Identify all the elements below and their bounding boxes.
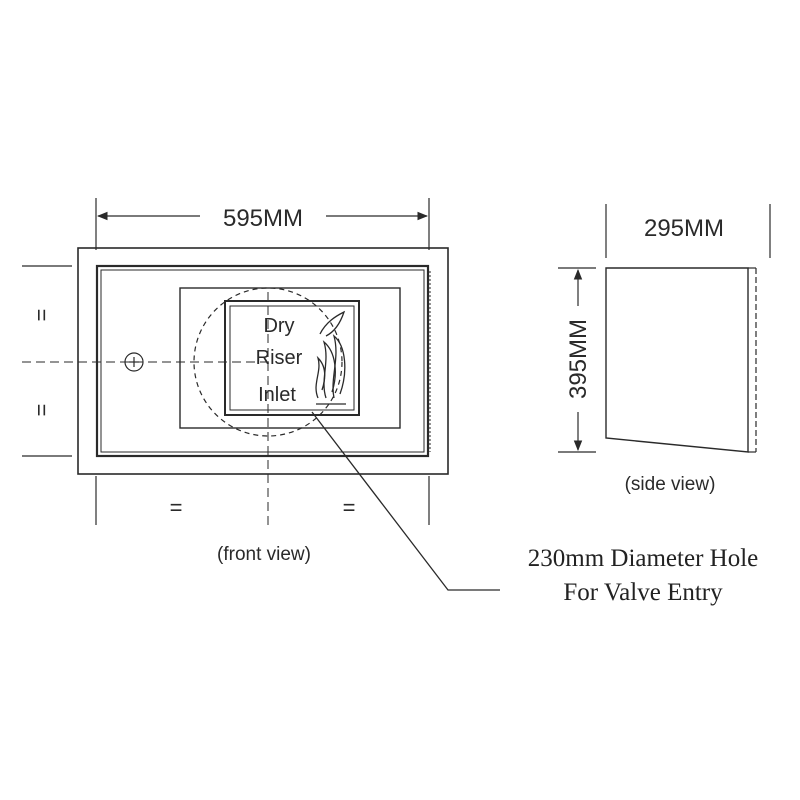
left-height-guides: = = — [22, 265, 72, 457]
height-label: 395MM — [565, 319, 592, 399]
equal-mark-left: = — [170, 495, 183, 520]
bottom-width-guides: = = — [95, 476, 430, 525]
sign-line-3: Inlet — [258, 384, 296, 406]
side-profile — [605, 267, 749, 453]
outer-frame — [77, 247, 449, 475]
callout-line-2: For Valve Entry — [563, 579, 723, 606]
callout-leader — [311, 411, 500, 591]
equal-mark-lower: = — [29, 404, 54, 417]
equal-mark-right: = — [343, 495, 356, 520]
valve-hole-callout: 230mm Diameter Hole For Valve Entry — [528, 545, 759, 606]
flame-icon — [315, 310, 346, 405]
door-frame — [95, 264, 430, 458]
height-dimension: 395MM — [558, 267, 596, 453]
sign-line-2: Riser — [256, 347, 303, 369]
front-view: 595MM = = — [22, 198, 449, 565]
valve-hole-outline — [193, 287, 343, 437]
callout-line-1: 230mm Diameter Hole — [528, 545, 759, 572]
front-view-caption: (front view) — [217, 544, 311, 565]
lock-icon — [124, 352, 144, 372]
depth-label: 295MM — [644, 215, 724, 242]
side-view: 295MM 395MM (side view) — [558, 204, 771, 495]
width-dimension: 595MM — [95, 198, 430, 250]
side-view-caption: (side view) — [625, 474, 716, 495]
hinge-strip — [423, 271, 431, 452]
inlet-plate — [179, 287, 401, 429]
width-label: 595MM — [223, 205, 303, 232]
equal-mark-upper: = — [29, 309, 54, 322]
sign-panel — [224, 300, 360, 416]
sign-line-1: Dry — [263, 315, 294, 337]
